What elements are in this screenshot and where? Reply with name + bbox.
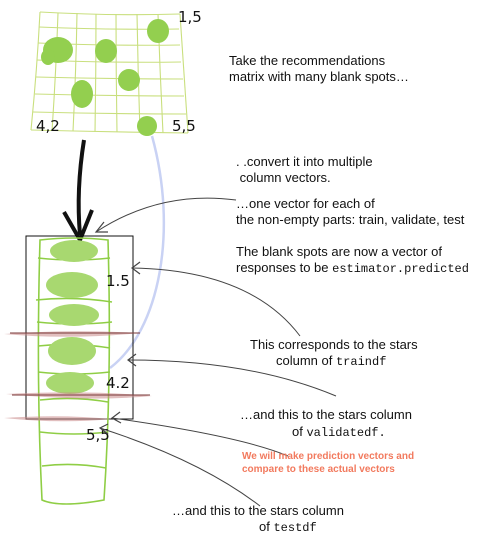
vector-label-top: 1.5	[106, 272, 130, 290]
column-blob	[50, 240, 98, 262]
arrow-validate	[111, 417, 289, 457]
test-prefix: of	[259, 519, 274, 534]
convert-annotation: . .convert it into multiple column vecto…	[236, 154, 373, 185]
prediction-note: We will make prediction vectors and comp…	[242, 451, 415, 475]
matrix-bottom-right-label: 5,5	[172, 117, 196, 135]
down-arrow-icon	[62, 139, 94, 242]
arrow-train	[127, 359, 337, 397]
estimator-predicted-code: estimator.predicted	[332, 262, 469, 276]
testdf-code: testdf	[273, 521, 317, 535]
matrix-grid-h1	[39, 11, 181, 16]
validate-line1: …and this to the stars column	[240, 407, 412, 422]
matrix-blob	[118, 69, 140, 91]
test-line2: of testdf	[259, 519, 317, 536]
validatedf-code: validatedf.	[306, 426, 386, 440]
matrix-blob	[95, 39, 117, 63]
traindf-code: traindf	[335, 355, 387, 369]
column-vector-outline	[35, 237, 113, 505]
matrix-grid-v1	[30, 11, 41, 131]
split-band-train-validate	[4, 331, 140, 337]
matrix-grid-v2	[51, 12, 59, 132]
blank-spots-line1: The blank spots are now a vector of	[236, 244, 442, 259]
matrix-grid-h6	[34, 93, 185, 97]
arrow-blank-spots	[131, 267, 301, 337]
validate-line2: of validatedf.	[292, 424, 386, 441]
arrow-convert	[95, 197, 237, 233]
test-line1: …and this to the stars column	[172, 503, 344, 518]
train-line2: column of traindf	[276, 353, 386, 370]
blank-spots-prefix: responses to be	[236, 260, 333, 275]
arrow-test	[99, 427, 261, 507]
matrix-blob	[41, 49, 55, 65]
matrix-grid-v4	[94, 13, 97, 133]
matrix-blob	[71, 80, 93, 108]
split-band-test	[4, 416, 112, 422]
matrix-grid-v3	[72, 12, 78, 132]
blue-connector-curve	[109, 135, 166, 369]
validate-prefix: of	[292, 424, 307, 439]
matrix-bottom-left-label: 4,2	[36, 117, 60, 135]
matrix-filled-cells	[41, 19, 169, 136]
annotation-arrows	[95, 197, 337, 507]
vector-label-bottom: 5,5	[86, 426, 110, 444]
matrix-grid-h5	[35, 76, 184, 80]
matrix-corner-label: 1,5	[178, 8, 202, 26]
vector-label-mid: 4.2	[106, 374, 130, 392]
one-vector-annotation: …one vector for each of the non-empty pa…	[236, 196, 465, 227]
matrix-caption: Take the recommendations matrix with man…	[229, 53, 409, 84]
matrix-grid-v8	[179, 13, 189, 134]
matrix-blob	[137, 116, 157, 136]
matrix-grid-h7	[32, 111, 187, 115]
matrix-blob	[147, 19, 169, 43]
arrowheads	[94, 221, 141, 435]
blank-spots-line2: responses to be estimator.predicted	[236, 260, 469, 277]
column-blob	[49, 304, 99, 326]
train-prefix: column of	[276, 353, 336, 368]
matrix-grid-v5	[115, 13, 118, 133]
train-line1: This corresponds to the stars	[250, 337, 418, 352]
column-blob	[46, 372, 94, 394]
column-filled-cells	[46, 240, 99, 394]
matrix-grid-h8	[30, 129, 189, 134]
column-blob	[46, 272, 98, 298]
column-blob	[48, 337, 96, 365]
